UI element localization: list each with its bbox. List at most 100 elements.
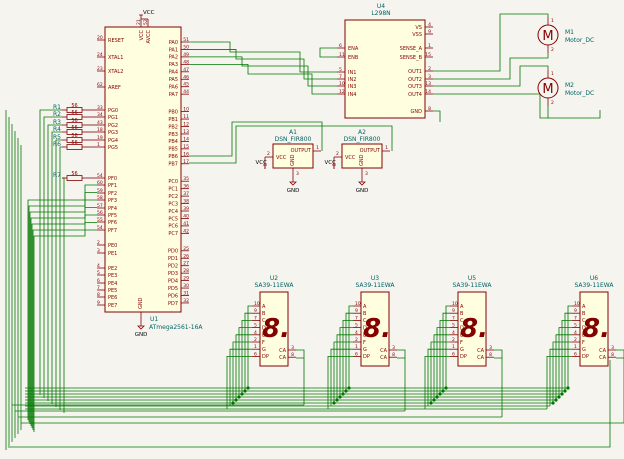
display-pin-number: 2 (355, 337, 358, 343)
mcu-pin-number: 62 (97, 82, 103, 88)
sensor-pin-number: 2 (267, 151, 270, 157)
mcu-pin-number: 29 (183, 276, 189, 282)
wire (27, 184, 97, 420)
display-body (457, 291, 487, 367)
mcu-pin-name: PC5 (168, 216, 178, 222)
mcu-pin-name: PC1 (168, 186, 178, 192)
mcu-pin-name: XTAL2 (108, 69, 123, 75)
wire (546, 355, 572, 409)
display-pin-number: 2 (254, 337, 257, 343)
mcu-pin-number: 54 (97, 173, 103, 179)
mcu-pin-name: PB2 (168, 124, 178, 130)
mcu-pin-number: 49 (183, 52, 189, 58)
mcu-pin-name: PA3 (169, 62, 178, 68)
wire (549, 348, 572, 406)
display-pin-name: D (582, 325, 586, 331)
mcu-pin-name: PD4 (168, 278, 178, 284)
display-pin-name: F (363, 340, 366, 346)
vcc-label: VCC (325, 160, 337, 166)
driver-value: L298N (371, 10, 390, 17)
wire (235, 334, 252, 400)
wire (39, 109, 62, 395)
display-pin-number: 9 (452, 308, 455, 314)
wire (336, 334, 353, 400)
motor-value: Motor_DC (565, 90, 594, 97)
display-pin-number: 6 (254, 351, 257, 357)
display-pin-number: 1 (254, 344, 257, 350)
resistor-ref: R4 (53, 126, 61, 133)
sensor-value: DSN_FIR800 (344, 136, 381, 143)
wire (55, 139, 62, 407)
mcu-pin-name: PF0 (108, 176, 117, 182)
mcu-pin-number: 26 (183, 253, 189, 259)
mcu-pin-name: PA7 (169, 92, 178, 98)
mcu-pin-name: PC4 (168, 209, 178, 215)
display-pin-number: 5 (254, 323, 257, 329)
wire (43, 116, 62, 398)
display-pin-name: DP (582, 354, 589, 360)
mcu-pin-name: PA5 (169, 77, 178, 83)
display-pin-number: 2 (574, 337, 577, 343)
wire (433, 334, 450, 400)
mcu-pin-number: 60 (97, 180, 103, 186)
mcu-pin-number: 11 (183, 114, 189, 120)
display-pin-number: 9 (355, 308, 358, 314)
display-digit: 8. (363, 314, 391, 344)
wire (348, 305, 353, 388)
driver-pin-name: VS (415, 25, 422, 31)
mcu-pin-name: PE7 (108, 303, 117, 309)
mcu-pin-number: 31 (183, 291, 189, 297)
wire (59, 146, 62, 410)
display-pin-name: B (582, 311, 586, 317)
motor-pin-number: 2 (551, 100, 554, 106)
wire (424, 355, 450, 409)
mcu-pin-number: 23 (97, 66, 103, 72)
driver-pin-name: OUT3 (408, 84, 422, 90)
mcu-pin-name: AVCC (146, 30, 152, 44)
display-pin-name: DP (262, 354, 269, 360)
mcu-pin-number: 35 (183, 176, 189, 182)
mcu-pin-number: 4 (97, 263, 100, 269)
display-pin-name: F (460, 340, 463, 346)
mcu-pin-number: 5 (97, 270, 100, 276)
mcu-pin-name: PC2 (168, 194, 178, 200)
mcu-pin-number: 20 (97, 35, 103, 41)
mcu-pin-number: 9 (97, 300, 100, 306)
display-pin-name: CA (477, 355, 484, 361)
wire (427, 348, 450, 406)
mcu-pin-name: PA1 (169, 47, 178, 53)
mcu-pin-name: PF5 (108, 213, 117, 219)
wire (189, 121, 323, 157)
mcu-pin-number: 15 (183, 144, 189, 150)
display-ref: U5 (468, 275, 476, 282)
wire (564, 312, 572, 391)
display-body (579, 291, 609, 367)
motor-pin-number: 1 (551, 71, 554, 77)
sensor-gnd-label: GND (290, 154, 296, 166)
display-pin-name: CA (279, 355, 286, 361)
mcu-pin-name: PE5 (108, 288, 117, 294)
wire (397, 349, 406, 359)
display-pin-name: A (363, 304, 367, 310)
driver-pin-name: OUT4 (408, 92, 422, 98)
driver-pin-number: 7 (339, 74, 342, 80)
wire (226, 355, 252, 409)
mcu-pin-name: PG3 (108, 130, 118, 136)
driver-pin-name: ENA (348, 46, 359, 52)
mcu-pin-number: 19 (97, 135, 103, 141)
mcu-pin-name: PC6 (168, 224, 178, 230)
sensor-gnd-label: GND (359, 154, 365, 166)
mcu-pin-number: 32 (183, 298, 189, 304)
mcu-pin-number: 13 (183, 129, 189, 135)
display-digit: 8. (460, 314, 488, 344)
display-pin-name: DP (363, 354, 370, 360)
wire (433, 53, 549, 80)
mcu-pin-number: 24 (97, 52, 103, 58)
mcu-pin-number: 1 (97, 142, 100, 148)
wire (433, 93, 549, 119)
mcu-pin-number: 51 (183, 37, 189, 43)
mcu-pin-number: 17 (183, 159, 189, 165)
display-pin-name: F (582, 340, 585, 346)
